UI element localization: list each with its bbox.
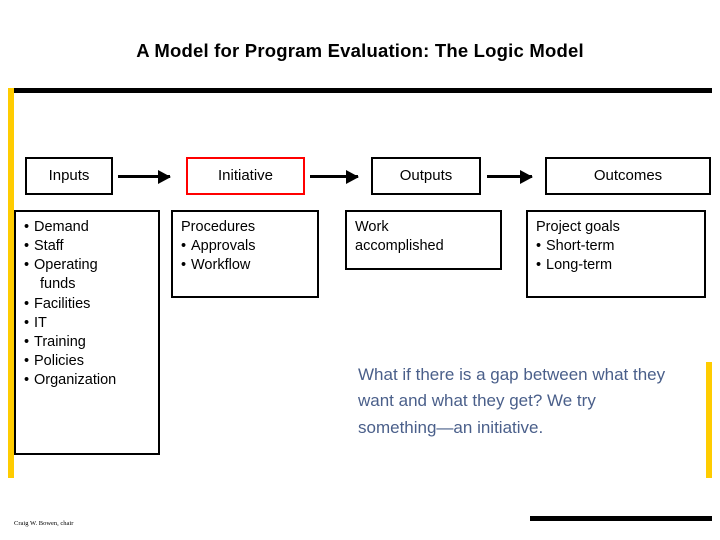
list-item-label: Approvals [191, 238, 256, 255]
bullet-icon: • [24, 333, 30, 350]
list-item-label: Procedures [181, 219, 256, 235]
list-item-label: Organization [34, 372, 117, 388]
list-item-label: Short-term [546, 238, 615, 255]
gap-callout-text: What if there is a gap between what they… [358, 365, 666, 437]
bullet-icon: • [24, 314, 30, 331]
page-title: A Model for Program Evaluation: The Logi… [136, 40, 584, 61]
bullet-icon: • [24, 257, 30, 274]
arrow-outputs-to-outcomes-icon [487, 169, 533, 184]
bullet-icon: • [181, 238, 187, 255]
list-item: •Facilities [24, 295, 150, 314]
list-item-label: Demand [34, 219, 89, 235]
bullet-icon: • [24, 219, 30, 235]
content-box-outputs: Work accomplished [345, 210, 502, 270]
top-divider-rule [8, 88, 712, 93]
list-item-label: Workflow [191, 257, 251, 274]
list-item-continuation: funds [40, 276, 76, 293]
list-item-label: Long-term [546, 257, 613, 274]
header-label-inputs: Inputs [48, 166, 90, 184]
right-accent-bar [706, 362, 712, 478]
bullet-icon: • [24, 238, 30, 255]
author-credit: Craig W. Bowen, chair [14, 520, 74, 527]
list-item: •Short-term [536, 237, 696, 256]
arrow-initiative-to-outputs-icon [310, 169, 359, 184]
list-item-label: IT [34, 314, 47, 331]
header-box-inputs[interactable]: Inputs [25, 157, 113, 195]
bullet-icon: • [181, 257, 187, 274]
header-label-outputs: Outputs [399, 166, 453, 184]
list-item: •Approvals [181, 237, 309, 256]
list-item-label: Facilities [34, 295, 91, 312]
list-item: •Staff [24, 237, 150, 256]
list-item: •Operating [24, 256, 150, 275]
list-item-label: Work [355, 219, 389, 235]
content-box-initiative: Procedures •Approvals •Workflow [171, 210, 319, 298]
list-item-label: Project goals [536, 219, 620, 235]
header-label-outcomes: Outcomes [593, 166, 663, 184]
content-box-outcomes: Project goals •Short-term •Long-term [526, 210, 706, 298]
arrow-inputs-to-initiative-icon [118, 169, 171, 184]
list-item: •Long-term [536, 256, 696, 275]
content-box-inputs: •Demand •Staff •Operating funds •Facilit… [14, 210, 160, 455]
bullet-icon: • [24, 352, 30, 369]
header-label-initiative: Initiative [217, 166, 274, 184]
list-item: •IT [24, 314, 150, 333]
left-accent-bar [8, 88, 14, 478]
list-item-label: accomplished [355, 238, 444, 255]
header-box-outcomes[interactable]: Outcomes [545, 157, 711, 195]
bottom-divider-rule [530, 516, 712, 521]
bullet-icon: • [536, 257, 542, 274]
list-item-label: Policies [34, 352, 84, 369]
list-item-label: Training [34, 333, 86, 350]
list-item-label: Operating [34, 257, 98, 274]
list-item: •Training [24, 333, 150, 352]
list-item: •Workflow [181, 256, 309, 275]
list-item: •Organization [24, 371, 150, 390]
header-box-initiative[interactable]: Initiative [186, 157, 305, 195]
bullet-icon: • [24, 295, 30, 312]
bullet-icon: • [536, 238, 542, 255]
list-item-label: Staff [34, 238, 64, 255]
list-item: •Demand [24, 218, 150, 237]
list-item: •Policies [24, 352, 150, 371]
bullet-icon: • [24, 372, 30, 388]
header-box-outputs[interactable]: Outputs [371, 157, 481, 195]
